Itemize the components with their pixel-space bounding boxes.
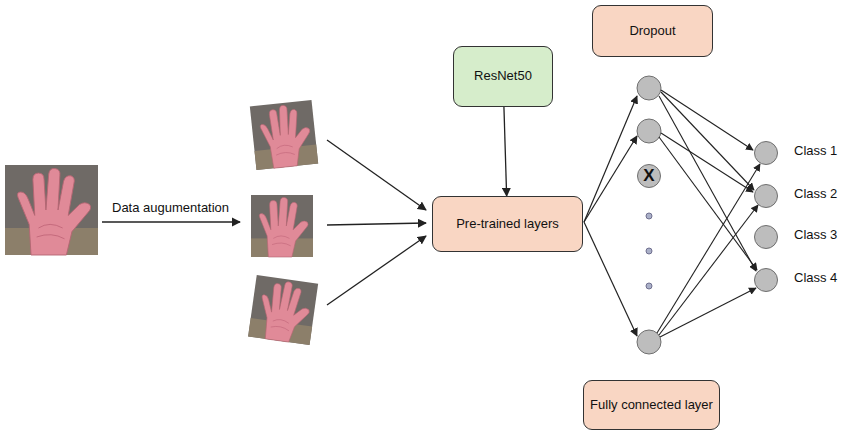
dropped-neuron: X [637, 164, 661, 188]
box-label: Fully connected layer [590, 397, 713, 413]
box-label: Pre-trained layers [456, 216, 559, 232]
neuron-circle [754, 184, 780, 210]
layer-box: Fully connected layer [583, 380, 720, 430]
class-label: Class 1 [794, 143, 837, 159]
step-label: Data augumentation [110, 200, 231, 215]
class-label: Class 4 [794, 270, 837, 286]
hand-photo [248, 275, 318, 345]
output-neuron: Class 2 [754, 184, 854, 208]
feature-arrow [584, 96, 637, 222]
hand-photo [5, 165, 98, 255]
output-neuron: Class 3 [754, 225, 854, 249]
input-arrow [327, 223, 426, 225]
box-label: ResNet50 [474, 68, 532, 84]
ellipsis-dot [646, 213, 652, 219]
ellipsis-dot [646, 283, 652, 289]
weight-lines [657, 90, 760, 337]
output-neuron: Class 4 [754, 268, 854, 292]
hand-photo [251, 195, 313, 257]
backbone-box: ResNet50 [453, 46, 553, 107]
input-arrow [327, 140, 426, 210]
connector-arrow [504, 107, 507, 196]
augment-arrow [102, 221, 240, 222]
neuron-circle [754, 268, 780, 294]
output-neuron: Class 1 [754, 141, 854, 165]
dropout-box: Dropout [592, 5, 713, 57]
class-label: Class 3 [794, 227, 837, 243]
neuron-circle [754, 141, 780, 167]
process-box: Pre-trained layers [432, 196, 583, 252]
neuron-circle [754, 225, 780, 251]
hand-photo [250, 100, 318, 170]
input-arrow [327, 236, 426, 305]
box-label: Dropout [629, 23, 675, 39]
feature-arrow [584, 136, 637, 222]
ellipsis-dot [646, 248, 652, 254]
class-label: Class 2 [794, 186, 837, 202]
neuron [637, 119, 661, 143]
neuron [637, 76, 661, 100]
neuron [637, 330, 661, 354]
drop-mark: X [643, 165, 654, 186]
feature-arrow [584, 222, 637, 336]
